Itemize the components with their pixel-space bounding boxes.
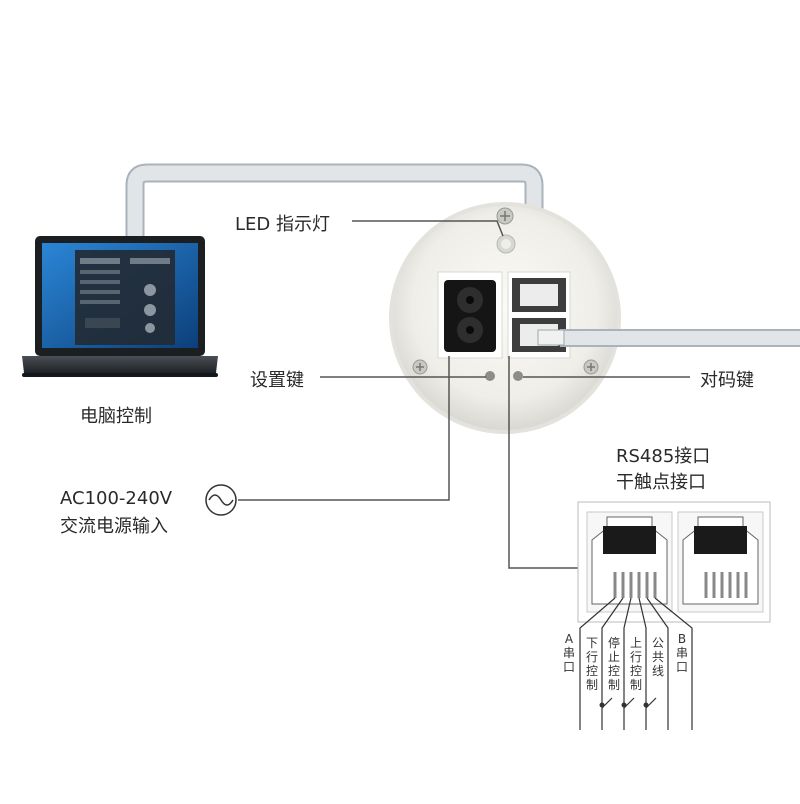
pc-control-label: 电脑控制 — [80, 406, 152, 427]
rs485-label: RS485接口 — [616, 446, 711, 467]
ac-source-icon — [205, 484, 237, 516]
pin-wiring — [579, 597, 693, 730]
pairing-key-label: 对码键 — [700, 370, 754, 391]
rs485-connector — [577, 501, 771, 623]
pin-b-serial-label: B串口 — [675, 632, 688, 674]
usb-cable — [125, 163, 544, 295]
pin-common-label: 公共线 — [651, 636, 664, 678]
pin-a-serial-label: A串口 — [562, 632, 575, 674]
switch-marks — [599, 697, 657, 709]
laptop — [22, 236, 218, 377]
pin-up-control-label: 上行控制 — [629, 636, 642, 692]
ac-input-sub-label: 交流电源输入 — [60, 516, 168, 537]
led-indicator-label: LED 指示灯 — [235, 214, 330, 235]
setting-key-label: 设置键 — [250, 370, 304, 391]
leader-lines — [238, 220, 690, 569]
rs485-cable — [537, 329, 800, 347]
control-panel — [389, 202, 621, 434]
ac-input-label: AC100-240V — [60, 488, 173, 509]
pin-stop-control-label: 停止控制 — [607, 636, 620, 692]
pin-down-control-label: 下行控制 — [585, 636, 598, 692]
dry-contact-label: 干触点接口 — [616, 472, 706, 493]
